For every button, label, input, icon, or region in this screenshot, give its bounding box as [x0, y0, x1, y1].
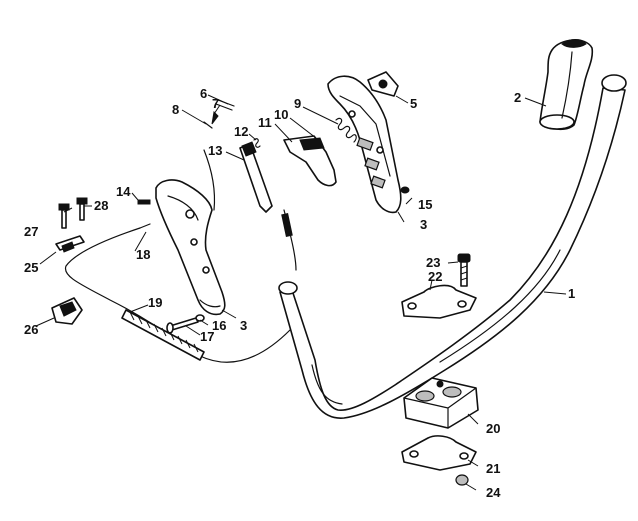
housing-left-half [155, 179, 226, 316]
part-label-25: 25 [24, 260, 38, 275]
screw-17 [166, 314, 205, 334]
part-label-24: 24 [486, 485, 501, 500]
part-label-5: 5 [410, 96, 417, 111]
nut-24 [455, 474, 469, 486]
clamp-upper [401, 284, 477, 319]
trigger-lever [283, 135, 337, 187]
part-label-7: 7 [212, 96, 219, 111]
clamp-lower [401, 435, 477, 471]
throttle-cable [64, 209, 297, 363]
housing-right-half [327, 75, 402, 214]
clamp-block [403, 377, 479, 429]
spring-9 [335, 117, 357, 143]
screw-27 [58, 203, 70, 229]
grip [539, 39, 594, 131]
part-label-17: 17 [200, 329, 214, 344]
leader-lines [35, 94, 567, 491]
part-label-26: 26 [24, 322, 38, 337]
knob [367, 71, 399, 97]
part-label-1: 1 [568, 286, 575, 301]
screw-15 [400, 186, 410, 194]
part-label-21: 21 [486, 461, 500, 476]
part-label-19: 19 [148, 295, 162, 310]
part-label-3-lower: 3 [240, 318, 247, 333]
pins-678 [203, 99, 235, 211]
part-label-20: 20 [486, 421, 500, 436]
bolt-23 [457, 253, 471, 287]
part-label-6: 6 [200, 86, 207, 101]
part-label-3-upper: 3 [420, 217, 427, 232]
handlebar-tube [278, 74, 627, 419]
part-label-10: 10 [274, 107, 288, 122]
part-label-18: 18 [136, 247, 150, 262]
clip-12 [253, 138, 261, 148]
part-label-15: 15 [418, 197, 432, 212]
part-label-13: 13 [208, 143, 222, 158]
screw-14 [137, 199, 151, 205]
clip-25 [55, 235, 85, 253]
part-label-23: 23 [426, 255, 440, 270]
clip-26 [51, 297, 83, 325]
part-label-12: 12 [234, 124, 248, 139]
part-label-16: 16 [212, 318, 226, 333]
part-label-11: 11 [258, 115, 272, 130]
part-label-8: 8 [172, 102, 179, 117]
part-label-2: 2 [514, 90, 521, 105]
part-label-27: 27 [24, 224, 38, 239]
part-labels: 1 2 3 3 5 6 7 8 9 10 11 12 13 14 15 16 1… [24, 86, 575, 500]
lock-lever [239, 141, 273, 213]
screw-28 [76, 197, 88, 221]
part-label-22: 22 [428, 269, 442, 284]
part-label-28: 28 [94, 198, 108, 213]
part-label-9: 9 [294, 96, 301, 111]
part-label-14: 14 [116, 184, 131, 199]
